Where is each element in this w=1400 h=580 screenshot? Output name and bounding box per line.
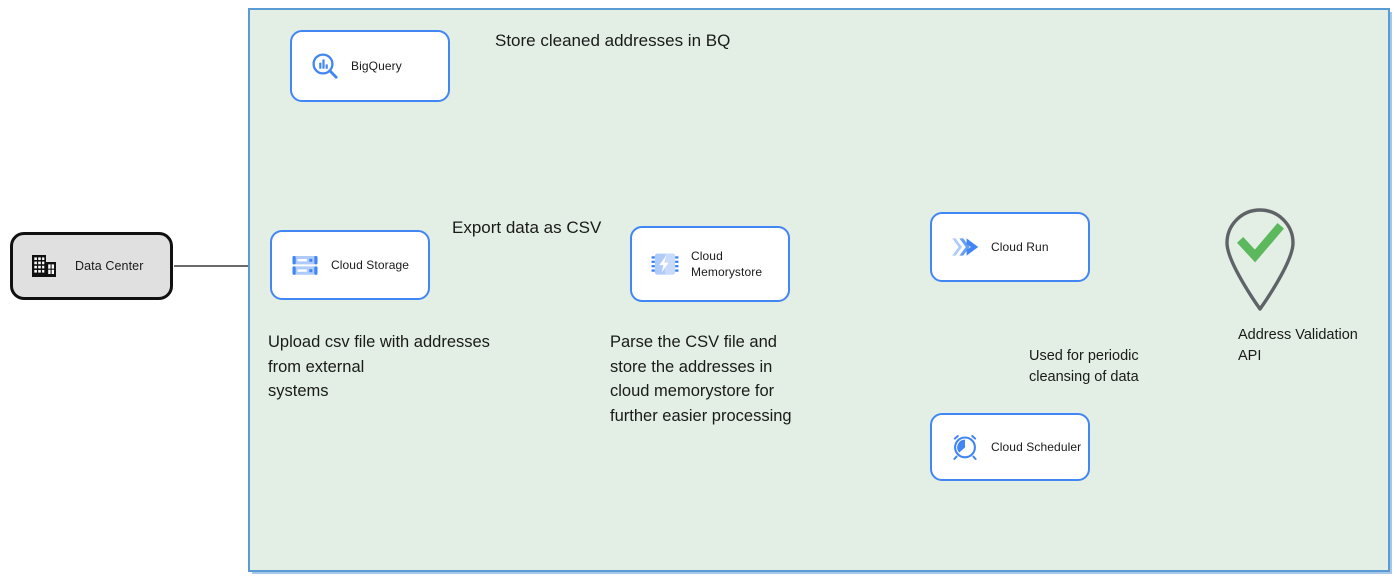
node-data-center[interactable]: Data Center xyxy=(10,232,173,300)
node-cloud-scheduler[interactable]: Cloud Scheduler xyxy=(930,413,1090,481)
edge-label-store-cleaned-addresses: Store cleaned addresses in BQ xyxy=(495,31,731,50)
google-cloud-boundary xyxy=(248,8,1390,572)
cloud-storage-server-bars-icon xyxy=(288,248,322,282)
node-label-cloud-scheduler: Cloud Scheduler xyxy=(991,440,1082,454)
node-label-cloud-memorystore: Cloud Memorystore xyxy=(691,249,763,279)
edge-label-export-data-as-csv: Export data as CSV xyxy=(452,218,602,237)
node-label-data-center: Data Center xyxy=(75,259,144,273)
node-label-address-validation-api: Address Validation API xyxy=(1238,327,1358,364)
alarm-clock-icon xyxy=(948,430,982,464)
note-upload-csv: Upload csv file with addresses from exte… xyxy=(268,333,490,400)
node-cloud-storage[interactable]: Cloud Storage xyxy=(270,230,430,300)
node-cloud-run[interactable]: Cloud Run xyxy=(930,212,1090,282)
memorystore-chip-bolt-icon xyxy=(648,247,682,281)
edge-label-periodic-cleansing: Used for periodic cleansing of data xyxy=(1029,348,1139,385)
node-label-cloud-storage: Cloud Storage xyxy=(331,258,410,272)
cloud-run-double-chevron-icon xyxy=(948,230,982,264)
bigquery-magnifier-bars-icon xyxy=(308,49,342,83)
node-label-bigquery: BigQuery xyxy=(351,59,402,73)
map-pin-check-icon xyxy=(1219,205,1301,315)
office-building-icon xyxy=(27,249,61,283)
node-label-cloud-run: Cloud Run xyxy=(991,240,1049,254)
node-cloud-memorystore[interactable]: Cloud Memorystore xyxy=(630,226,790,302)
note-parse-csv: Parse the CSV file and store the address… xyxy=(610,333,792,425)
node-bigquery[interactable]: BigQuery xyxy=(290,30,450,102)
